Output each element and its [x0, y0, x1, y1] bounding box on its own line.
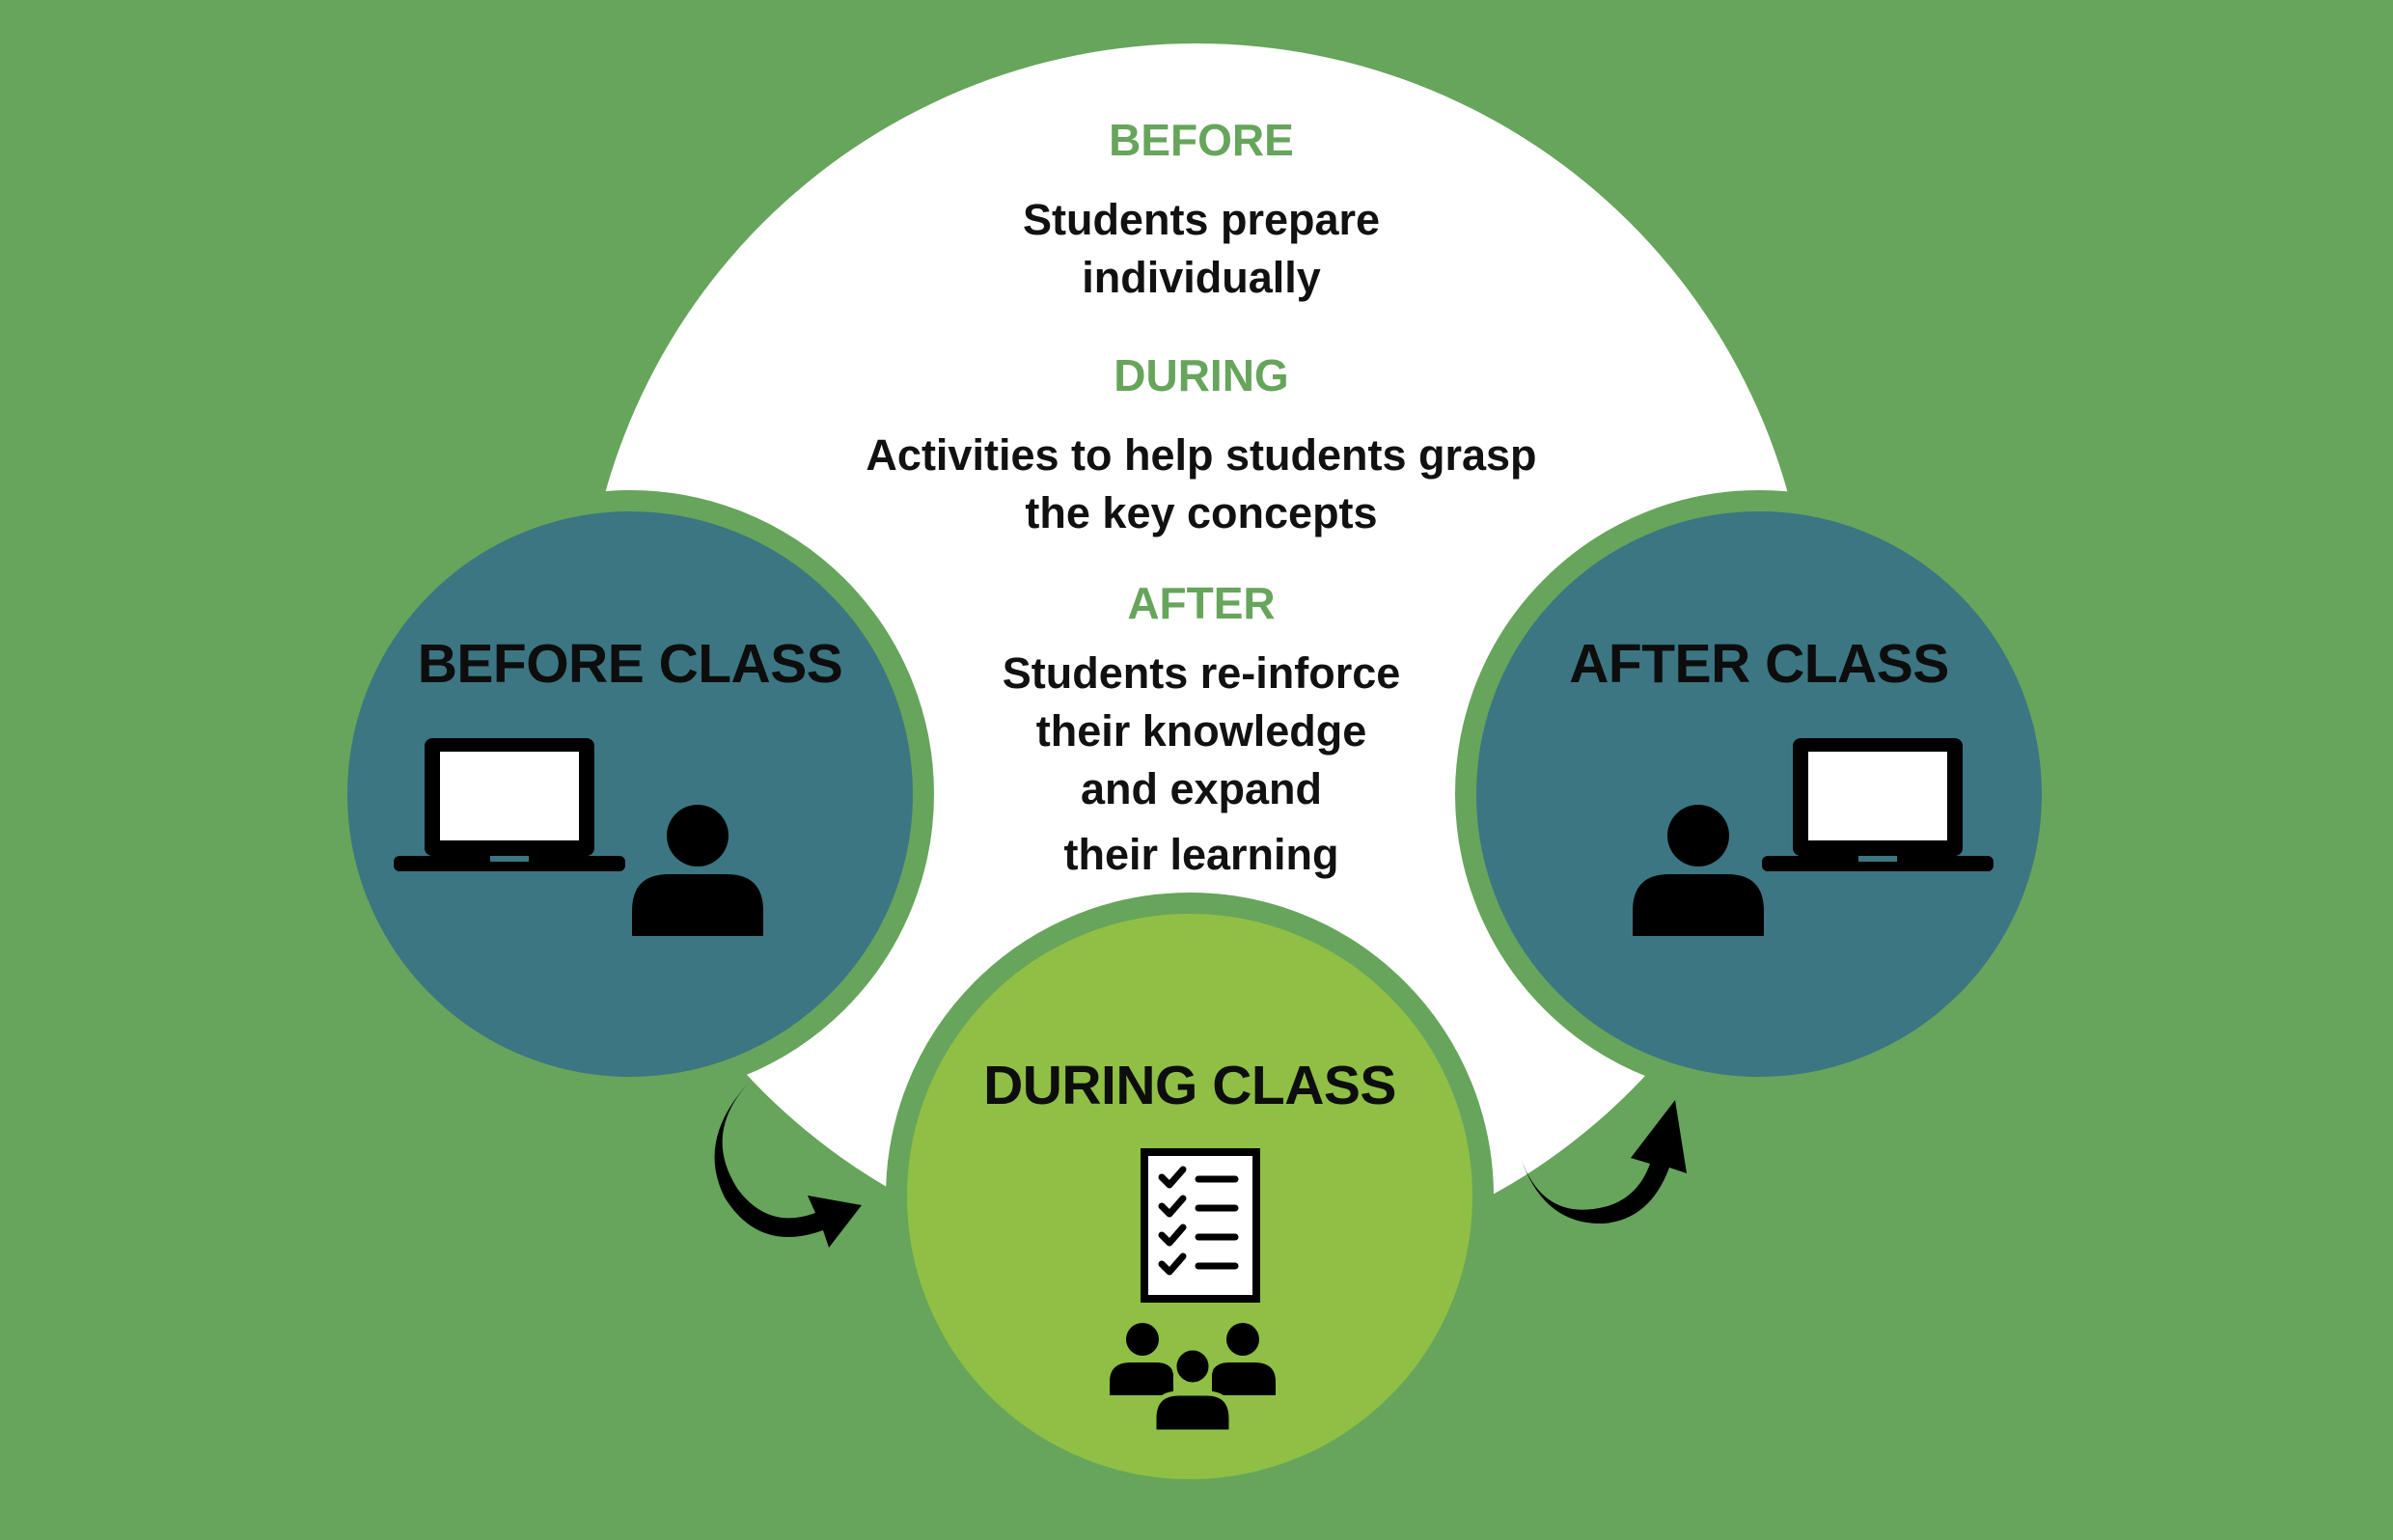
checklist-icon	[1141, 1148, 1260, 1303]
after-desc-line: Students re-inforce	[1002, 648, 1401, 698]
during-desc-line: Activities to help students grasp	[866, 430, 1537, 480]
after-description: Students re-inforce their knowledge and …	[811, 645, 1592, 884]
after-label: AFTER	[1127, 578, 1276, 628]
laptop-icon	[394, 738, 625, 871]
laptop-icon	[1762, 738, 1994, 871]
before-class-node: BEFORE CLASS	[326, 490, 934, 1098]
after-desc-line: their learning	[1063, 830, 1339, 879]
after-desc-line: their knowledge	[1035, 706, 1367, 756]
during-description: Activities to help students grasp the ke…	[811, 426, 1592, 542]
after-class-node: AFTER CLASS	[1455, 490, 2063, 1098]
during-desc-line: the key concepts	[1025, 488, 1378, 537]
center-text-block: BEFORE Students prepare individually DUR…	[811, 0, 1592, 965]
before-desc-line: individually	[1082, 253, 1321, 302]
before-description: Students prepare individually	[811, 191, 1592, 307]
during-class-node: DURING CLASS	[886, 893, 1494, 1500]
before-label: BEFORE	[1109, 115, 1294, 165]
before-desc-line: Students prepare	[1022, 195, 1381, 244]
person-icon	[632, 805, 763, 936]
during-class-title: DURING CLASS	[983, 1055, 1396, 1116]
during-label: DURING	[1114, 350, 1289, 400]
group-icon	[1110, 1323, 1276, 1432]
person-icon	[1633, 805, 1764, 936]
curved-arrow-icon	[714, 1082, 862, 1248]
after-desc-line: and expand	[1080, 764, 1323, 813]
after-class-title: AFTER CLASS	[1569, 633, 1949, 695]
curved-arrow-icon	[1521, 1100, 1687, 1224]
before-class-title: BEFORE CLASS	[417, 633, 843, 695]
